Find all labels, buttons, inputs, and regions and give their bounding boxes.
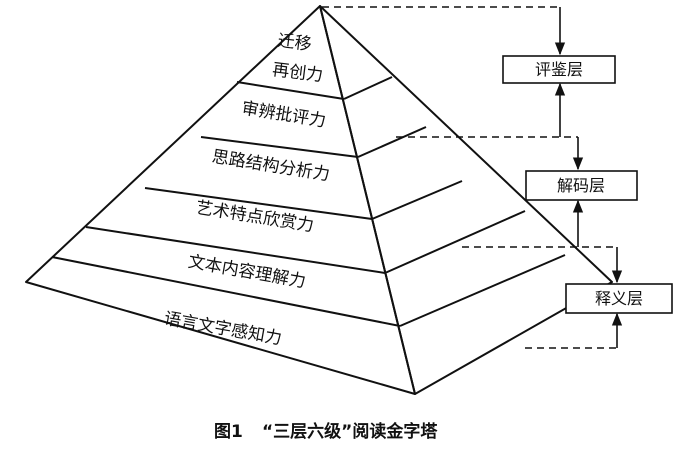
- level-labels: 迁移 再创力 审辨批评力 思路结构分析力 艺术特点欣赏力 文本内容理解力 语言文…: [163, 31, 332, 349]
- layer-box-bottom: 释义层: [565, 283, 673, 314]
- layer-bottom-label: 释义层: [595, 289, 643, 308]
- divider-right-3: [371, 180, 463, 220]
- layer-top-label: 评鉴层: [535, 60, 583, 79]
- pyramid-body: [25, 5, 613, 395]
- level-3-label: 思路结构分析力: [210, 147, 331, 185]
- divider-front-5: [51, 256, 401, 327]
- divider-right-1: [343, 76, 393, 100]
- caption-title: “三层六级”阅读金字塔: [262, 421, 438, 442]
- level-1-line1: 迁移: [277, 31, 313, 55]
- level-2-label: 审辨批评力: [240, 99, 327, 132]
- divider-right-2: [357, 126, 427, 158]
- level-1-line2: 再创力: [271, 60, 324, 86]
- divider-front-3: [144, 187, 373, 220]
- divider-front-1: [236, 81, 345, 100]
- divider-right-4: [384, 210, 526, 274]
- dashed-connectors: [322, 6, 617, 349]
- divider-front-4: [85, 226, 386, 274]
- level-6-label: 语言文字感知力: [163, 309, 284, 349]
- layer-box-top: 评鉴层: [502, 55, 616, 84]
- arrows: [554, 7, 623, 348]
- caption-fig-number: 图1: [214, 422, 243, 442]
- figure-caption: 图1 “三层六级”阅读金字塔: [214, 421, 438, 442]
- layer-box-middle: 解码层: [525, 170, 638, 201]
- layer-middle-label: 解码层: [557, 176, 605, 195]
- divider-front-2: [200, 136, 359, 158]
- pyramid-right-face: [319, 5, 613, 395]
- divider-right-5: [399, 254, 566, 327]
- band-dividers-front: [51, 81, 401, 327]
- band-dividers-right: [343, 76, 566, 327]
